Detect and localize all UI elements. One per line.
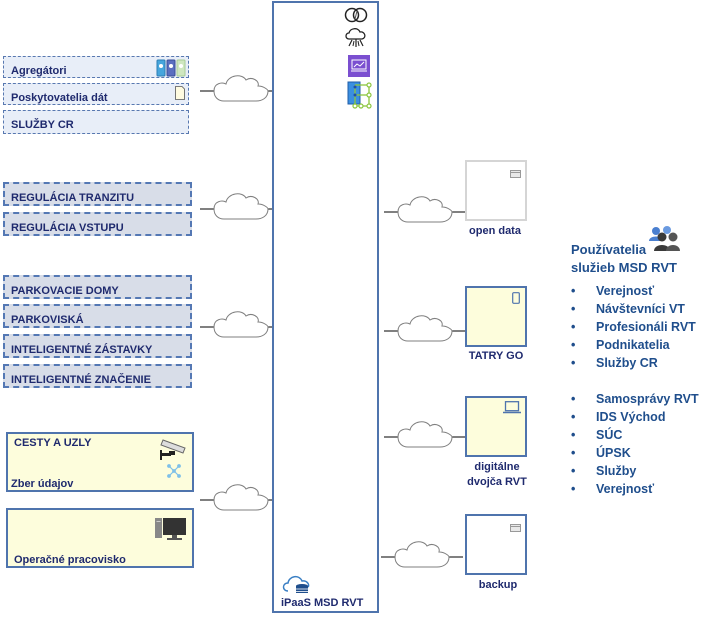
source-subtitle: Operačné pracovisko <box>14 554 126 566</box>
users-title-line1: Používatelia <box>571 242 647 257</box>
output-tile-backup <box>465 514 527 575</box>
source-box-parkovacie-domy: PARKOVACIE DOMY <box>3 275 192 299</box>
list-item: •Návštevníci VT <box>571 302 685 316</box>
cloud-connector-icon <box>384 417 466 451</box>
list-item: •Podnikatelia <box>571 338 670 352</box>
ipaas-platform-box: iPaaS MSD RVT <box>272 1 379 613</box>
users-group-icon <box>647 225 681 258</box>
source-label: SLUŽBY CR <box>11 119 74 131</box>
output-tile-digitalne-dvojca <box>465 396 527 457</box>
cloud-connector-icon <box>200 189 282 223</box>
analytics-laptop-icon <box>348 55 370 82</box>
laptop-icon <box>503 401 521 419</box>
source-label: REGULÁCIA VSTUPU <box>11 222 124 234</box>
source-box-regulacia-vstupu: REGULÁCIA VSTUPU <box>3 212 192 236</box>
window-icon <box>510 519 521 537</box>
cloud-network-icon <box>344 27 368 54</box>
desktop-computer-icon <box>155 516 187 547</box>
source-box-regulacia-tranzitu: REGULÁCIA TRANZITU <box>3 182 192 206</box>
list-item: •Verejnosť <box>571 284 655 298</box>
cloud-connector-icon <box>384 192 466 226</box>
users-list-1: •Verejnosť •Návštevníci VT •Profesionáli… <box>571 282 696 372</box>
list-item: •IDS Východ <box>571 410 666 424</box>
cloud-connector-icon <box>200 307 282 341</box>
output-label-line1: digitálne <box>474 461 520 473</box>
source-label: Poskytovatelia dát <box>11 92 108 104</box>
security-camera-icon <box>157 436 187 491</box>
source-box-inteligentne-znacenie: INTELIGENTNÉ ZNAČENIE <box>3 364 192 388</box>
source-box-cesty-a-uzly: CESTY A UZLY Zber údajov <box>6 432 194 492</box>
list-item: •Profesionáli RVT <box>571 320 696 334</box>
list-item: •Samosprávy RVT <box>571 392 699 406</box>
cloud-connector-icon <box>384 311 466 345</box>
source-label: INTELIGENTNÉ ZÁSTAVKY <box>11 344 153 356</box>
list-item: •ÚPSK <box>571 446 631 460</box>
source-box-operacne-pracovisko: Operačné pracovisko <box>6 508 194 568</box>
output-label: backup <box>478 579 518 591</box>
source-box-inteligentne-zastavky: INTELIGENTNÉ ZÁSTAVKY <box>3 334 192 358</box>
list-item: •Služby <box>571 464 637 478</box>
users-title-line2: služieb MSD RVT <box>571 260 677 275</box>
output-label: TATRY GO <box>468 350 524 362</box>
source-label: PARKOVISKÁ <box>11 314 84 326</box>
list-item: •SÚC <box>571 428 623 442</box>
cloud-database-icon <box>282 573 312 600</box>
source-subtitle: Zber údajov <box>11 478 74 490</box>
list-item: •Služby CR <box>571 356 658 370</box>
linked-rings-icon <box>344 7 368 28</box>
source-label: INTELIGENTNÉ ZNAČENIE <box>11 374 151 386</box>
cloud-connector-icon <box>200 480 282 514</box>
mobile-devices-icon <box>156 59 186 82</box>
output-label: open data <box>469 225 521 237</box>
output-tile-tatry-go <box>465 286 527 347</box>
source-box-sluzby-cr: SLUŽBY CR <box>3 110 189 134</box>
source-label: PARKOVACIE DOMY <box>11 285 119 297</box>
output-tile-open-data <box>465 160 527 221</box>
cloud-connector-icon <box>200 71 282 105</box>
source-label: Agregátori <box>11 65 67 77</box>
data-model-icon <box>347 81 373 114</box>
document-icon <box>175 86 185 105</box>
source-label: REGULÁCIA TRANZITU <box>11 192 135 204</box>
source-box-agregatori: Agregátori <box>3 56 189 78</box>
source-box-parkoviska: PARKOVISKÁ <box>3 304 192 328</box>
list-item: •Verejnosť <box>571 482 655 496</box>
output-label-line2: dvojča RVT <box>467 476 527 488</box>
users-list-2: •Samosprávy RVT •IDS Východ •SÚC •ÚPSK •… <box>571 390 699 498</box>
platform-label: iPaaS MSD RVT <box>281 597 364 609</box>
window-icon <box>510 165 521 183</box>
mobile-phone-icon <box>512 291 520 309</box>
source-title: CESTY A UZLY <box>14 437 92 449</box>
cloud-connector-icon <box>381 537 463 571</box>
source-box-poskytovatelia: Poskytovatelia dát <box>3 83 189 105</box>
